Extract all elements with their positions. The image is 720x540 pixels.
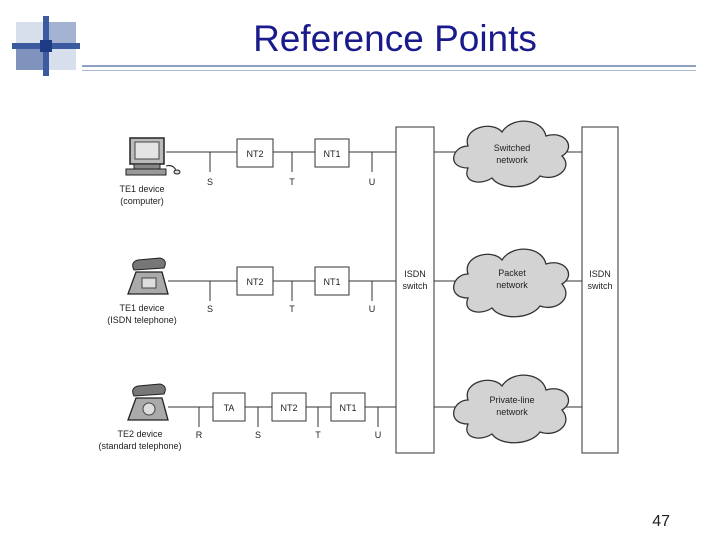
box-label: NT1 xyxy=(323,149,340,159)
switch-right-line2: switch xyxy=(587,281,612,291)
row-standard-telephone: TE2 device (standard telephone) TA NT2 N… xyxy=(98,374,582,451)
box-nt2 xyxy=(271,392,307,422)
box-ta xyxy=(212,392,246,422)
network-label-line2: network xyxy=(496,155,528,165)
network-label-line2: network xyxy=(496,407,528,417)
device-label: TE1 device xyxy=(119,184,164,194)
title-rule-thin xyxy=(82,70,696,71)
network-label-line1: Packet xyxy=(498,268,526,278)
row-computer: TE1 device (computer) NT2 NT1 S T U Swit… xyxy=(119,120,582,206)
switch-left-line1: ISDN xyxy=(404,269,426,279)
box-nt1 xyxy=(330,392,366,422)
box-nt1 xyxy=(314,266,350,296)
reference-point-label: T xyxy=(315,430,321,440)
device-sublabel: (ISDN telephone) xyxy=(107,315,177,325)
box-label: NT2 xyxy=(246,277,263,287)
network-label-line2: network xyxy=(496,280,528,290)
box-label: NT2 xyxy=(246,149,263,159)
box-nt2 xyxy=(236,138,274,168)
switch-right-line1: ISDN xyxy=(589,269,611,279)
network-cloud xyxy=(453,248,570,318)
reference-point-label: S xyxy=(207,304,213,314)
box-label: NT1 xyxy=(323,277,340,287)
network-label-line1: Switched xyxy=(494,143,531,153)
row-isdn-telephone: TE1 device (ISDN telephone) NT2 NT1 S T … xyxy=(107,248,582,325)
network-label-line1: Private-line xyxy=(489,395,534,405)
isdn-switch-left xyxy=(395,126,435,454)
slide-logo-icon xyxy=(12,16,80,76)
reference-point-label: T xyxy=(289,177,295,187)
telephone-icon xyxy=(127,257,169,295)
reference-point-label: U xyxy=(375,430,382,440)
device-label: TE2 device xyxy=(117,429,162,439)
reference-point-label: T xyxy=(289,304,295,314)
reference-point-label: R xyxy=(196,430,203,440)
reference-point-label: S xyxy=(207,177,213,187)
isdn-switch-right xyxy=(581,126,619,454)
device-label: TE1 device xyxy=(119,303,164,313)
network-cloud xyxy=(453,120,570,188)
reference-point-label: S xyxy=(255,430,261,440)
switch-left-line2: switch xyxy=(402,281,427,291)
reference-point-label: U xyxy=(369,304,376,314)
title-rule xyxy=(82,65,696,67)
computer-icon xyxy=(125,137,181,176)
box-label: TA xyxy=(224,403,235,413)
slide-title: Reference Points xyxy=(253,18,537,59)
page-number: 47 xyxy=(652,513,670,530)
network-cloud xyxy=(453,374,570,444)
box-label: NT1 xyxy=(339,403,356,413)
box-nt2 xyxy=(236,266,274,296)
device-sublabel: (standard telephone) xyxy=(98,441,181,451)
reference-point-label: U xyxy=(369,177,376,187)
telephone-icon xyxy=(127,383,169,421)
box-label: NT2 xyxy=(280,403,297,413)
device-sublabel: (computer) xyxy=(120,196,164,206)
box-nt1 xyxy=(314,138,350,168)
